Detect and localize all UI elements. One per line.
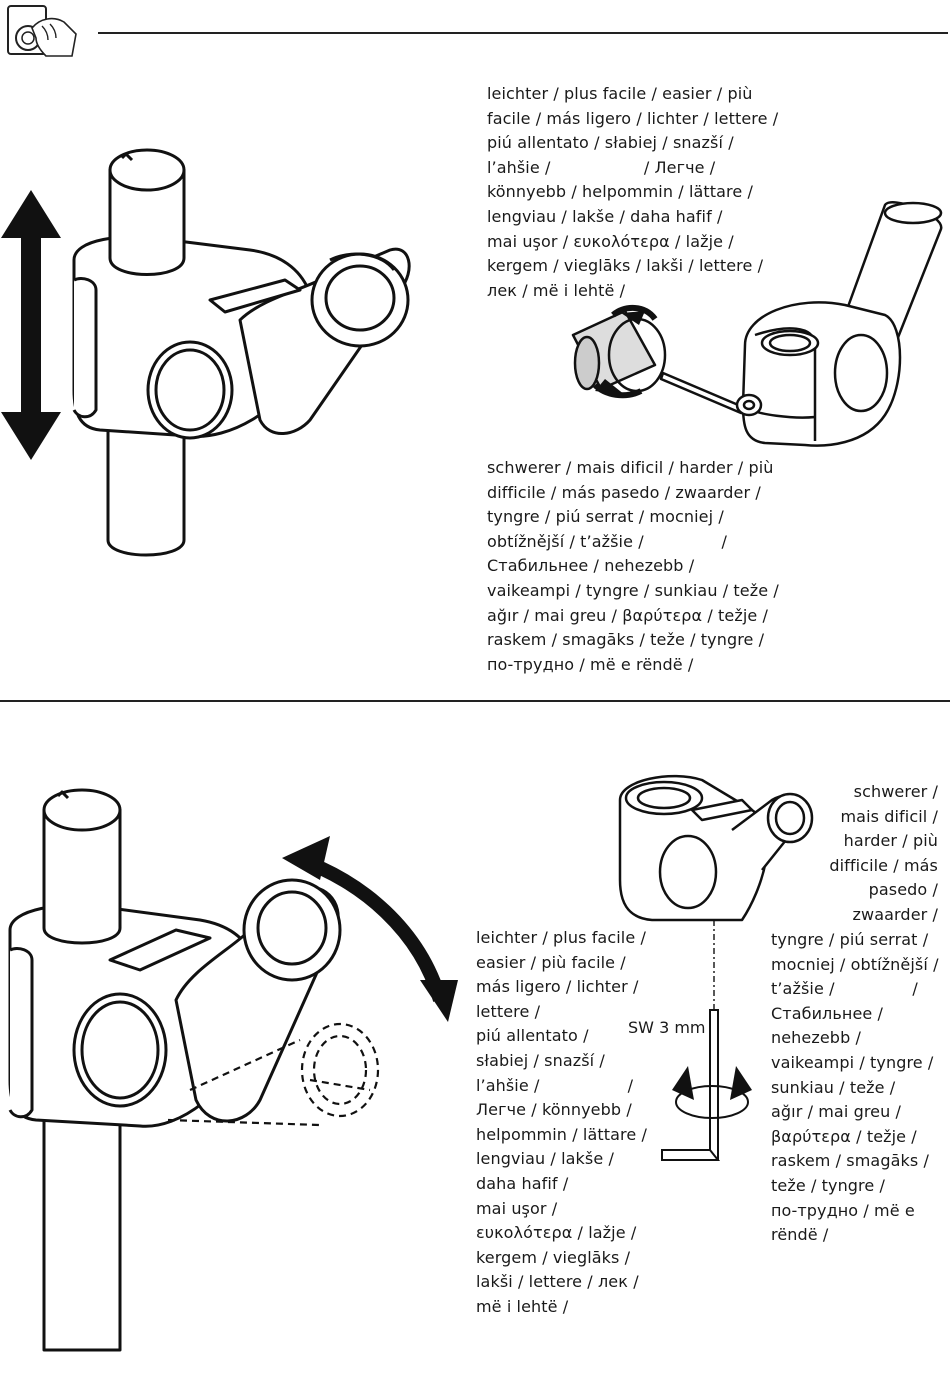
easier-text-block-2: leichter / plus facile / easier / più fa…: [476, 926, 647, 1320]
text-line: könnyebb / helpommin / lättare /: [487, 182, 753, 202]
text-line: lakši / lettere / лек /: [476, 1272, 639, 1292]
text-line: mocniej / obtížnější /: [771, 954, 939, 974]
harder-text-block: schwerer / mais dificil / harder / più d…: [487, 456, 779, 677]
header-rule: [98, 32, 948, 34]
text-line: sunkiau / teže /: [771, 1077, 896, 1097]
text-line: difficile / más pasedo / zwaarder /: [487, 482, 761, 502]
text-line: más ligero / lichter /: [476, 977, 639, 997]
text-line: Стабильнее /: [771, 1003, 884, 1023]
text-line: ağır / mai greu / βαρύτερα / težje /: [487, 605, 768, 625]
tool-size-label: SW 3 mm: [628, 1018, 706, 1037]
text-line: kergem / vieglāks /: [476, 1247, 631, 1267]
text-line: l’ahšie / / Легче /: [487, 157, 716, 177]
harder-text-block-2-bottom: tyngre / piú serrat / mocniej / obtížněj…: [771, 928, 939, 1248]
shower-holder-illustration: [72, 148, 411, 557]
text-line: ευκολότερα / lažje /: [476, 1223, 637, 1243]
text-line: lengviau / lakše /: [476, 1149, 614, 1169]
text-line: l’ahšie / /: [476, 1075, 634, 1095]
text-line: βαρύτερα / težje /: [771, 1126, 917, 1146]
text-line: easier / più facile /: [476, 952, 626, 972]
text-line: mais dificil /: [840, 806, 938, 826]
text-line: mai uşor /: [476, 1198, 558, 1218]
text-line: mai uşor / ευκολότερα / lažje /: [487, 231, 734, 251]
text-line: piú allentato /: [476, 1026, 589, 1046]
shower-holder-tilt-illustration: [8, 788, 458, 1352]
text-line: nehezebb /: [771, 1028, 861, 1048]
text-line: по-трудно / më e: [771, 1200, 915, 1220]
up-down-arrow-icon: [1, 190, 61, 460]
text-line: ağır / mai greu /: [771, 1102, 902, 1122]
text-line: vaikeampi / tyngre / sunkiau / teže /: [487, 580, 779, 600]
text-line: piú allentato / słabiej / snazší /: [487, 133, 734, 153]
text-line: helpommin / lättare /: [476, 1124, 647, 1144]
hex-key-illustration: [618, 774, 814, 1161]
text-line: kergem / vieglāks / lakši / lettere /: [487, 256, 764, 276]
hex-key-adjustment-illustration: [571, 201, 943, 447]
text-line: teže / tyngre /: [771, 1175, 886, 1195]
hand-turning-knob-icon: [7, 5, 77, 57]
text-line: lengviau / lakše / daha hafif /: [487, 206, 723, 226]
text-line: rëndë /: [771, 1225, 829, 1245]
text-line: facile / más ligero / lichter / lettere …: [487, 108, 779, 128]
text-line: słabiej / snazší /: [476, 1050, 605, 1070]
text-line: daha hafif /: [476, 1173, 569, 1193]
text-line: schwerer /: [853, 782, 938, 801]
text-line: zwaarder /: [852, 904, 938, 924]
easier-text-block: leichter / plus facile / easier / più fa…: [487, 82, 778, 303]
text-line: Легче / könnyebb /: [476, 1100, 632, 1120]
text-line: vaikeampi / tyngre /: [771, 1052, 934, 1072]
text-line: leichter / plus facile /: [476, 928, 646, 947]
text-line: Стабильнее / nehezebb /: [487, 556, 695, 576]
text-line: më i lehtë /: [476, 1296, 569, 1316]
text-line: obtížnější / t’ažšie / /: [487, 531, 727, 551]
text-line: leichter / plus facile / easier / più: [487, 84, 753, 103]
text-line: harder / più: [843, 831, 938, 851]
harder-text-block-2-top: schwerer / mais dificil / harder / più d…: [760, 780, 938, 928]
text-line: t’ažšie / /: [771, 979, 918, 999]
text-line: difficile / más: [829, 855, 938, 875]
text-line: лек / më i lehtë /: [487, 280, 626, 300]
text-line: tyngre / piú serrat / mocniej /: [487, 507, 724, 527]
section-divider: [0, 700, 950, 702]
text-line: pasedo /: [868, 880, 938, 900]
text-line: schwerer / mais dificil / harder / più: [487, 458, 774, 477]
text-line: tyngre / piú serrat /: [771, 930, 929, 949]
text-line: raskem / smagāks /: [771, 1151, 929, 1171]
text-line: lettere /: [476, 1001, 541, 1021]
text-line: по-трудно / më e rëndë /: [487, 654, 694, 674]
text-line: raskem / smagāks / teže / tyngre /: [487, 630, 765, 650]
